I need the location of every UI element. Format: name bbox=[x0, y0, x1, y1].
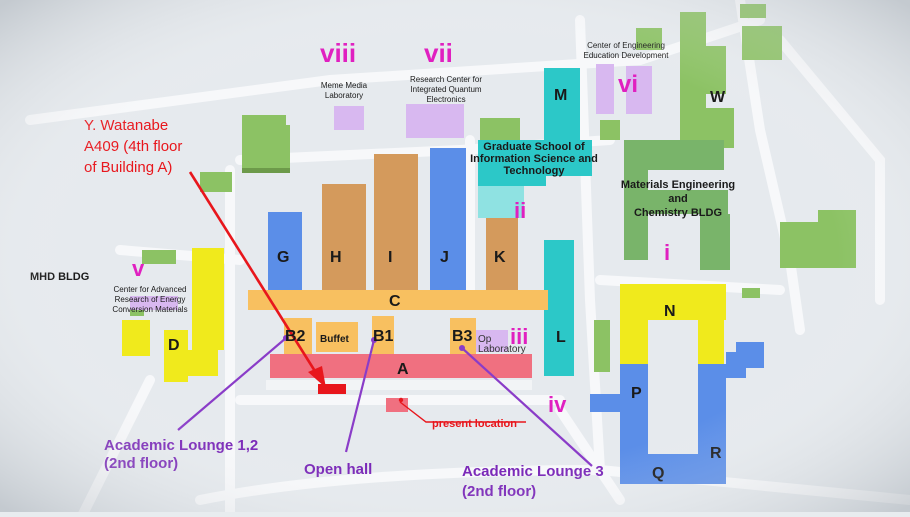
numeral-vii: vii bbox=[424, 38, 453, 68]
graduate-school-line1: Graduate School of bbox=[483, 141, 585, 153]
quantum-line3: Electronics bbox=[426, 95, 465, 104]
energy-center-line3: Conversion Materials bbox=[112, 305, 187, 314]
numeral-i: i bbox=[664, 240, 670, 265]
energy-center-line2: Research of Energy bbox=[115, 295, 186, 304]
office-line2: A409 (4th floor bbox=[84, 138, 182, 155]
lounge3-dot bbox=[459, 345, 465, 351]
materials-line1: Materials Engineering bbox=[621, 179, 735, 191]
numeral-iii: iii bbox=[510, 324, 528, 349]
label-building-r[interactable]: R bbox=[710, 445, 722, 462]
label-building-n[interactable]: N bbox=[664, 303, 676, 320]
numeral-vi: vi bbox=[618, 71, 638, 98]
graduate-school-line2: Information Science and bbox=[470, 153, 598, 165]
lounge3-line2: (2nd floor) bbox=[462, 483, 536, 500]
lounge3-line1: Academic Lounge 3 bbox=[462, 463, 604, 480]
materials-line2: and bbox=[668, 193, 688, 205]
meme-media-line1: Meme Media bbox=[321, 81, 368, 90]
label-building-w[interactable]: W bbox=[710, 89, 726, 106]
lounge12-line2: (2nd floor) bbox=[104, 455, 178, 472]
engineering-edu-line1: Center of Engineering bbox=[587, 41, 665, 50]
mhd-label: MHD BLDG bbox=[30, 271, 89, 283]
label-building-d[interactable]: D bbox=[168, 337, 180, 354]
lounge12-line1: Academic Lounge 1,2 bbox=[104, 437, 258, 454]
label-building-b3[interactable]: B3 bbox=[452, 328, 473, 345]
numeral-ii: ii bbox=[514, 198, 526, 223]
label-building-g[interactable]: G bbox=[277, 249, 289, 266]
label-building-i[interactable]: I bbox=[388, 249, 392, 266]
office-annotation: Y. Watanabe A409 (4th floor of Building … bbox=[84, 117, 182, 176]
office-line1: Y. Watanabe bbox=[84, 117, 168, 134]
numeral-viii: viii bbox=[320, 38, 356, 68]
office-marker[interactable] bbox=[318, 384, 346, 394]
label-building-h[interactable]: H bbox=[330, 249, 342, 266]
label-building-q[interactable]: Q bbox=[652, 465, 664, 482]
label-building-p[interactable]: P bbox=[631, 385, 642, 402]
building-a-base bbox=[266, 380, 532, 390]
label-building-m[interactable]: M bbox=[554, 87, 567, 104]
label-building-b1[interactable]: B1 bbox=[373, 328, 394, 345]
graduate-school-line3: Technology bbox=[504, 165, 566, 177]
open-hall-label: Open hall bbox=[304, 461, 372, 478]
engineering-edu-line2: Education Development bbox=[584, 51, 670, 60]
numeral-v: v bbox=[132, 256, 145, 281]
label-building-l[interactable]: L bbox=[556, 329, 566, 346]
quantum-line2: Integrated Quantum bbox=[410, 85, 481, 94]
label-building-k[interactable]: K bbox=[494, 249, 506, 266]
quantum-line1: Research Center for bbox=[410, 75, 482, 84]
office-line3: of Building A) bbox=[84, 159, 172, 176]
materials-line3: Chemistry BLDG bbox=[634, 207, 722, 219]
present-location-dot bbox=[398, 397, 404, 403]
present-location-label: present location bbox=[432, 418, 517, 430]
label-building-a[interactable]: A bbox=[397, 361, 409, 378]
label-building-j[interactable]: J bbox=[440, 249, 449, 266]
label-building-c[interactable]: C bbox=[389, 293, 401, 310]
label-building-b2[interactable]: B2 bbox=[285, 328, 306, 345]
energy-center-line1: Center for Advanced bbox=[114, 285, 187, 294]
meme-media-line2: Laboratory bbox=[325, 91, 363, 100]
label-buffet[interactable]: Buffet bbox=[320, 334, 350, 345]
numeral-iv: iv bbox=[548, 392, 567, 417]
